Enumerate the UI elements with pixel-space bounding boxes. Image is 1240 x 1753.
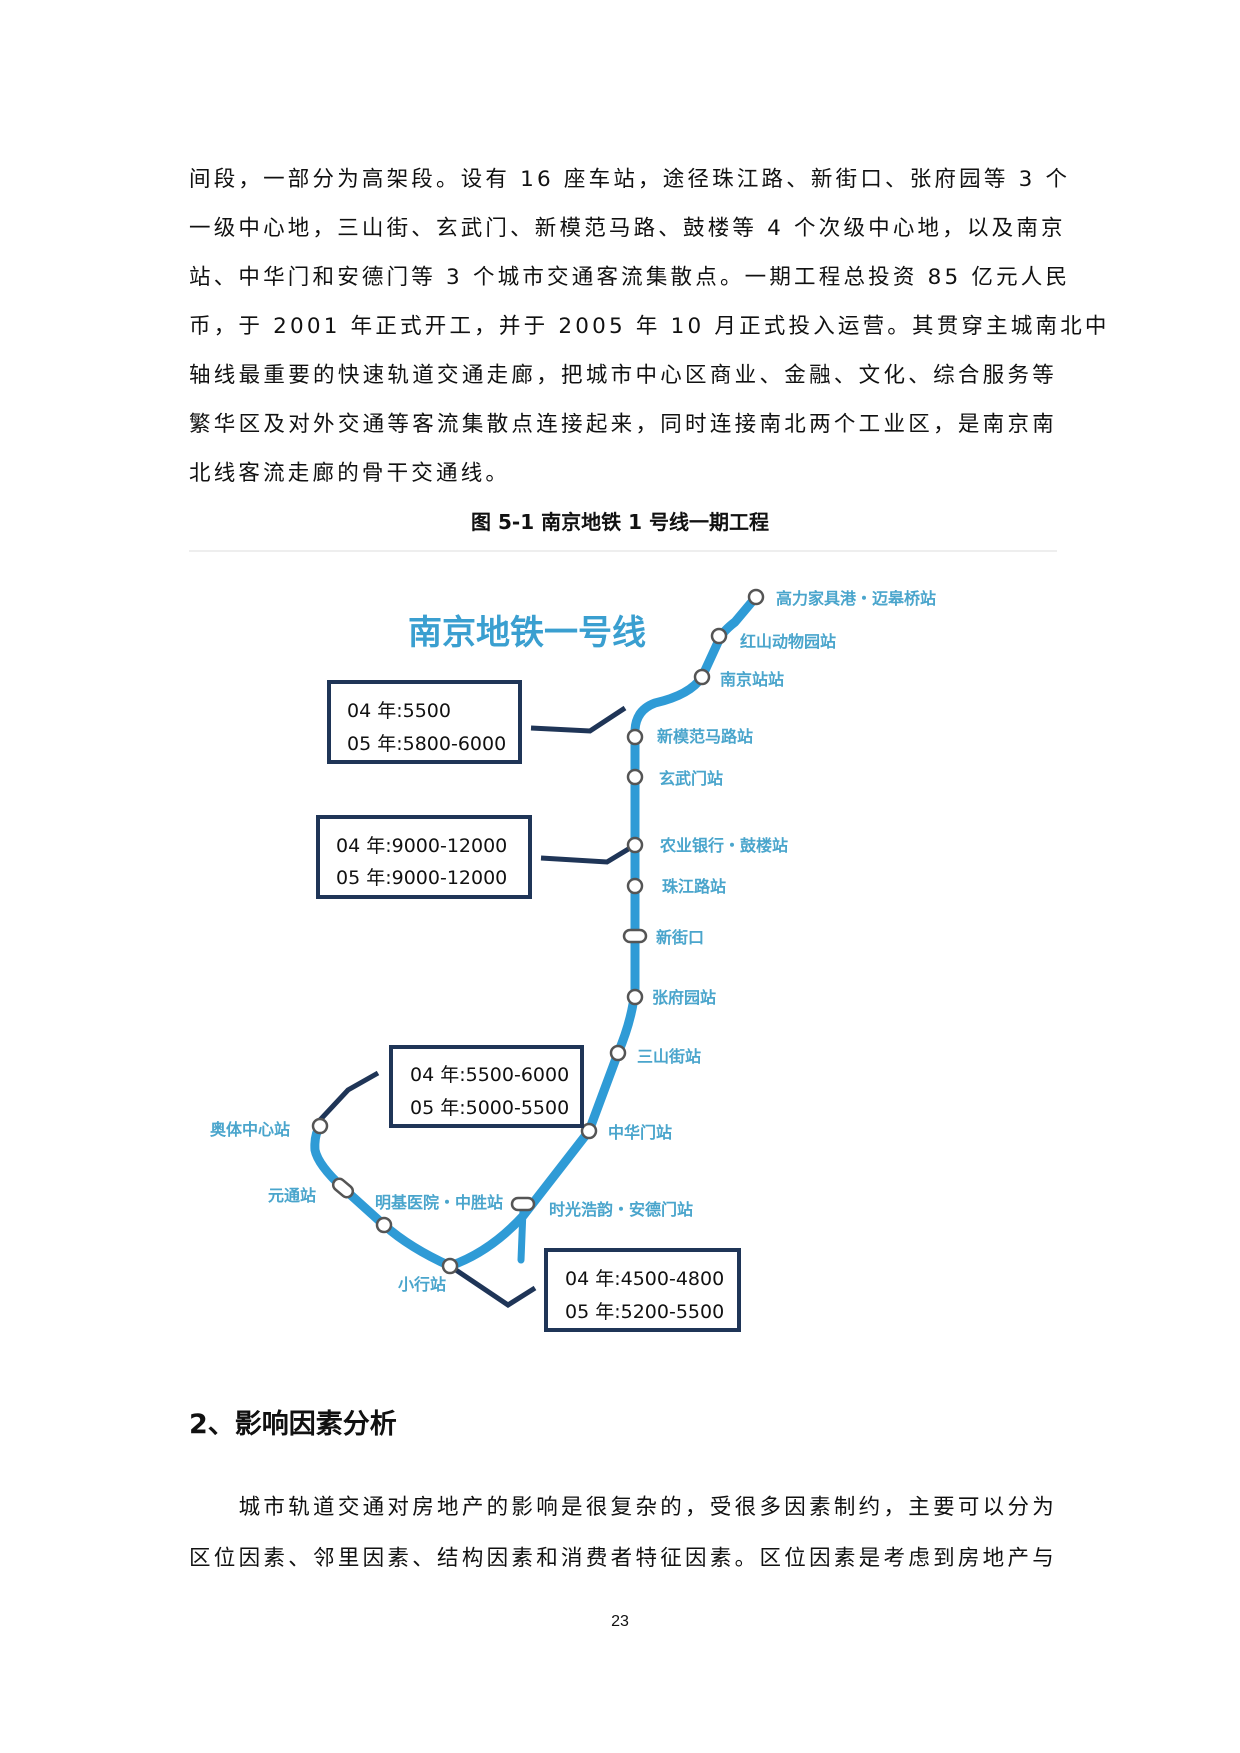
station-marker <box>622 928 648 944</box>
station-label: 三山街站 <box>637 1047 701 1066</box>
station-label: 南京站站 <box>720 670 784 689</box>
svg-text:05 年:5800-6000: 05 年:5800-6000 <box>347 733 506 755</box>
station-label: 元通站 <box>268 1186 316 1205</box>
figure-caption: 图 5-1 南京地铁 1 号线一期工程 <box>471 510 769 534</box>
callout-box: 04 年:5500-6000 05 年:5000-5500 <box>389 1045 584 1128</box>
station-label: 新模范马路站 <box>657 727 753 746</box>
station-marker <box>626 768 644 786</box>
station-marker <box>626 728 644 746</box>
svg-text:05 年:5200-5500: 05 年:5200-5500 <box>565 1301 724 1323</box>
page-number: 23 <box>611 1613 629 1630</box>
station-label: 小行站 <box>398 1275 446 1294</box>
paragraph-line: 间段，一部分为高架段。设有 16 座车站，途径珠江路、新街口、张府园等 3 个 <box>189 167 1071 192</box>
station-label: 珠江路站 <box>662 877 726 896</box>
station-marker <box>375 1216 393 1234</box>
station-label: 红山动物园站 <box>740 632 836 651</box>
station-label: 农业银行・鼓楼站 <box>659 836 788 855</box>
callout-box: 04 年:9000-12000 05 年:9000-12000 <box>316 815 532 899</box>
station-marker <box>747 588 765 606</box>
svg-text:05 年:9000-12000: 05 年:9000-12000 <box>336 867 507 889</box>
station-marker <box>510 1196 536 1212</box>
paragraph-line: 一级中心地，三山街、玄武门、新模范马路、鼓楼等 4 个次级中心地，以及南京 <box>189 216 1066 241</box>
station-label: 高力家具港・迈皋桥站 <box>776 589 936 608</box>
paragraph-line: 北线客流走廊的骨干交通线。 <box>189 461 511 486</box>
station-label: 时光浩韵・安德门站 <box>549 1200 693 1219</box>
station-label: 奥体中心站 <box>210 1120 290 1139</box>
svg-text:04 年:9000-12000: 04 年:9000-12000 <box>336 835 507 857</box>
paragraph-line: 站、中华门和安德门等 3 个城市交通客流集散点。一期工程总投资 85 亿元人民 <box>189 265 1071 290</box>
callout-box: 04 年:5500 05 年:5800-6000 <box>327 680 522 764</box>
paragraph-line: 区位因素、邻里因素、结构因素和消费者特征因素。区位因素是考虑到房地产与 <box>189 1546 1057 1571</box>
svg-text:04 年:5500-6000: 04 年:5500-6000 <box>410 1064 569 1086</box>
svg-text:04 年:4500-4800: 04 年:4500-4800 <box>565 1268 724 1290</box>
station-label: 玄武门站 <box>659 769 723 788</box>
section-heading: 2、影响因素分析 <box>189 1409 397 1440</box>
station-marker <box>626 836 644 854</box>
station-label: 中华门站 <box>608 1123 672 1142</box>
station-marker <box>626 877 644 895</box>
svg-text:05 年:5000-5500: 05 年:5000-5500 <box>410 1097 569 1119</box>
station-marker <box>441 1257 459 1275</box>
station-label: 明基医院・中胜站 <box>375 1193 503 1212</box>
station-marker <box>626 988 644 1006</box>
station-marker <box>331 1177 355 1199</box>
station-marker <box>609 1044 627 1062</box>
callout-connector <box>530 705 627 734</box>
svg-text:04 年:5500: 04 年:5500 <box>347 700 451 722</box>
station-marker <box>311 1117 329 1135</box>
station-marker <box>580 1122 598 1140</box>
callout-connector <box>540 842 637 865</box>
station-label: 新街口 <box>656 928 704 947</box>
map-title: 南京地铁一号线 <box>408 613 646 653</box>
station-label: 张府园站 <box>652 988 716 1007</box>
station-marker <box>710 627 728 645</box>
paragraph-line: 繁华区及对外交通等客流集散点连接起来，同时连接南北两个工业区，是南京南 <box>189 412 1057 437</box>
station-marker <box>693 668 711 686</box>
paragraph-line: 轴线最重要的快速轨道交通走廊，把城市中心区商业、金融、文化、综合服务等 <box>189 363 1057 388</box>
metro-branch-stub <box>517 1206 527 1264</box>
callout-connector <box>318 1070 380 1122</box>
callout-box: 04 年:4500-4800 05 年:5200-5500 <box>544 1248 741 1332</box>
paragraph-line: 币，于 2001 年正式开工，并于 2005 年 10 月正式投入运营。其贯穿主… <box>189 314 1110 339</box>
paragraph-line: 城市轨道交通对房地产的影响是很复杂的，受很多因素制约，主要可以分为 <box>189 1495 1057 1520</box>
callout-connector <box>448 1263 537 1308</box>
